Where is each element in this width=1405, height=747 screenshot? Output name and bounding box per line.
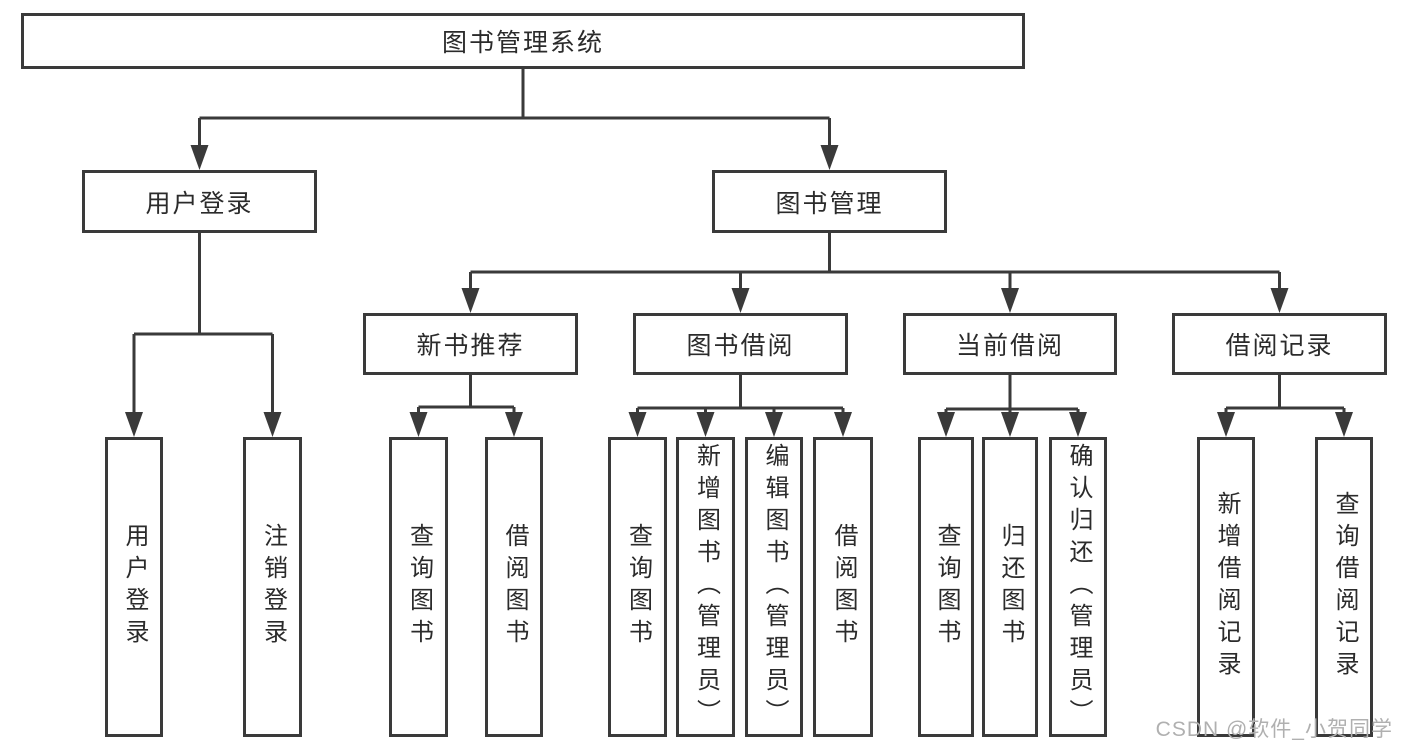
leaf-logout: 注销登录 bbox=[243, 437, 302, 737]
node-new-book-recommendation: 新书推荐 bbox=[363, 313, 578, 375]
node-book-management: 图书管理 bbox=[712, 170, 947, 233]
node-label: 借阅图书 bbox=[501, 523, 528, 651]
node-user-login: 用户登录 bbox=[82, 170, 317, 233]
node-label: 借阅记录 bbox=[1225, 332, 1334, 360]
node-borrowing-records: 借阅记录 bbox=[1172, 313, 1387, 375]
leaf-add-borrow-record: 新增借阅记录 bbox=[1197, 437, 1255, 737]
leaf-confirm-return-admin: 确认归还（管理员） bbox=[1049, 437, 1107, 737]
node-label: 查询图书 bbox=[624, 523, 652, 651]
leaf-user-login: 用户登录 bbox=[105, 437, 163, 737]
node-label: 用户登录 bbox=[121, 523, 148, 651]
csdn-watermark: CSDN @软件_小贺同学 bbox=[1155, 718, 1393, 741]
leaf-query-books-rec: 查询图书 bbox=[389, 437, 448, 737]
node-label: 图书管理 bbox=[775, 189, 884, 218]
node-label: 确认归还（管理员） bbox=[1065, 443, 1092, 731]
node-label: 新增图书（管理员） bbox=[692, 443, 720, 731]
node-label: 图书借阅 bbox=[686, 332, 795, 360]
node-label: 借阅图书 bbox=[830, 523, 857, 651]
leaf-query-books-current: 查询图书 bbox=[918, 437, 974, 737]
node-label: 编辑图书（管理员） bbox=[761, 443, 788, 731]
node-book-borrowing: 图书借阅 bbox=[633, 313, 848, 375]
node-library-management-system: 图书管理系统 bbox=[21, 13, 1025, 69]
leaf-return-books: 归还图书 bbox=[982, 437, 1038, 737]
leaf-query-books-borrow: 查询图书 bbox=[608, 437, 667, 737]
leaf-borrow-books-borrow: 借阅图书 bbox=[813, 437, 873, 737]
node-label: 归还图书 bbox=[997, 523, 1024, 651]
node-label: 当前借阅 bbox=[955, 332, 1064, 360]
node-label: 查询图书 bbox=[933, 523, 960, 651]
leaf-borrow-books-rec: 借阅图书 bbox=[485, 437, 543, 737]
leaf-query-borrow-record: 查询借阅记录 bbox=[1315, 437, 1373, 737]
node-label: 新增借阅记录 bbox=[1213, 491, 1240, 683]
node-current-borrowing: 当前借阅 bbox=[903, 313, 1117, 375]
node-label: 查询图书 bbox=[405, 523, 433, 651]
leaf-add-books-admin: 新增图书（管理员） bbox=[676, 437, 735, 737]
node-label: 注销登录 bbox=[259, 523, 287, 651]
node-label: 图书管理系统 bbox=[441, 29, 604, 57]
node-label: 查询借阅记录 bbox=[1331, 491, 1358, 683]
node-label: 用户登录 bbox=[145, 189, 254, 218]
node-label: 新书推荐 bbox=[416, 332, 525, 360]
leaf-edit-books-admin: 编辑图书（管理员） bbox=[745, 437, 803, 737]
